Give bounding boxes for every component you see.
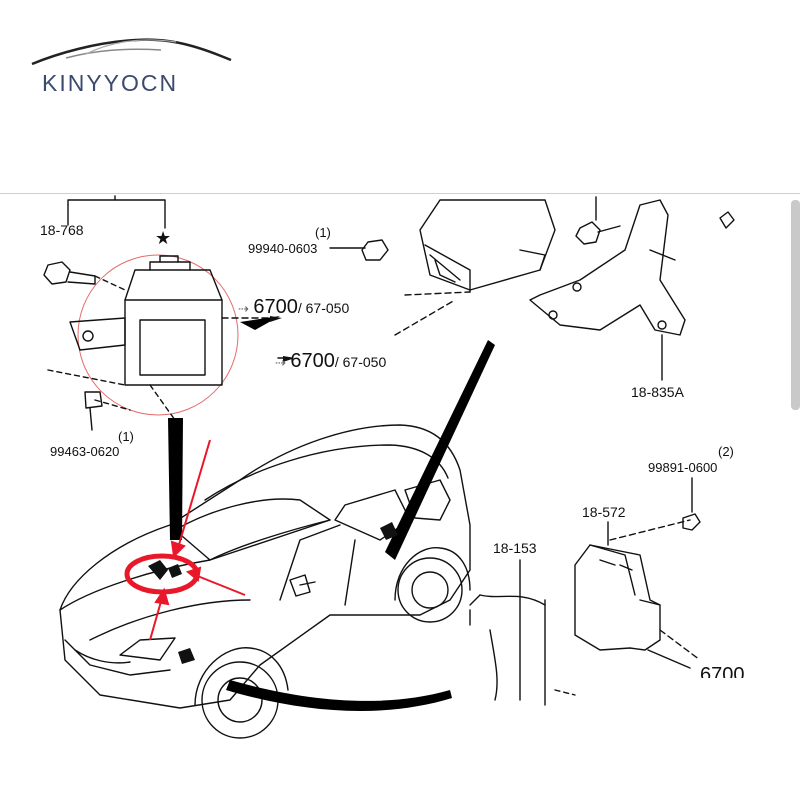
part-label-99940-0603: 99940-0603	[248, 241, 318, 256]
ref-label-6700-a: ⇢ 6700/ 67-050	[238, 296, 350, 318]
star-icon: ★	[155, 228, 172, 248]
qty-label: (1)	[315, 225, 331, 240]
part-label-18-768: 18-768	[40, 222, 84, 238]
part-label-99463-0620: 99463-0620	[50, 444, 120, 459]
ref-label-6700-b: ⇢ 6700/ 67-050	[275, 350, 387, 372]
part-label-18-835a: 18-835A	[631, 384, 684, 400]
car-silhouette-icon	[31, 38, 232, 66]
ref-label-6700-c: 6700	[700, 664, 745, 678]
dashed-arrow-icon: ⇢	[275, 355, 286, 370]
divider	[0, 193, 800, 194]
brand-logo-text: KINYYOCN	[42, 70, 179, 96]
part-label-18-153: 18-153	[493, 540, 537, 556]
part-label-18-572: 18-572	[582, 504, 626, 520]
scrollbar[interactable]	[791, 200, 800, 410]
qty-label: (2)	[718, 444, 734, 459]
part-label-99891-0600: 99891-0600	[648, 460, 718, 475]
qty-label: (1)	[118, 429, 134, 444]
dashed-arrow-icon: ⇢	[238, 301, 249, 316]
brand-logo	[26, 24, 241, 104]
